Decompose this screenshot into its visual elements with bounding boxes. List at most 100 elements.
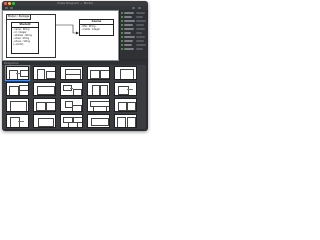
- diagram-thumbnail[interactable]: [87, 98, 110, 112]
- thumb-shape: [36, 102, 46, 111]
- property-value: [136, 28, 145, 30]
- property-value: [136, 16, 143, 18]
- thumb-shape: [46, 102, 55, 111]
- diagram-thumbnail[interactable]: [33, 66, 56, 80]
- package-label: Model :: Package: [6, 14, 32, 20]
- uml-class-course[interactable]: Course - title : String - credits : Inte…: [79, 19, 114, 36]
- property-name: [124, 32, 131, 34]
- thumb-shape: [91, 118, 109, 126]
- diagram-thumbnail[interactable]: [60, 98, 83, 112]
- diagram-thumbnail[interactable]: [87, 114, 110, 128]
- association-line: [55, 24, 79, 35]
- thumb-shape: [100, 85, 108, 95]
- window-title: Class Diagram — Model: [57, 1, 93, 5]
- diagram-thumbnail[interactable]: [6, 98, 29, 112]
- diagram-thumbnail[interactable]: [33, 98, 56, 112]
- property-name: [124, 40, 133, 42]
- minimize-window-button[interactable]: [8, 2, 11, 5]
- green-bullet-icon: [121, 28, 123, 30]
- thumb-connector: [18, 121, 24, 122]
- back-button[interactable]: [5, 7, 8, 9]
- diagram-thumbnail[interactable]: [87, 66, 110, 80]
- thumb-shape: [9, 70, 18, 79]
- diagram-canvas[interactable]: Model :: Package Student - name : String…: [2, 10, 119, 61]
- class-attribute: - phone : String: [13, 40, 30, 43]
- thumb-shape: [20, 70, 28, 77]
- class-operation: + enroll(): [13, 43, 24, 46]
- property-name: [124, 44, 132, 46]
- forward-button[interactable]: [10, 7, 13, 9]
- thumb-shape: [10, 101, 27, 111]
- class-attribute: - title : String: [81, 25, 96, 28]
- title-bar: Class Diagram — Model: [2, 1, 148, 6]
- green-bullet-icon: [121, 24, 123, 26]
- class-attribute: - name : String: [13, 28, 30, 31]
- thumb-shape: [127, 117, 136, 127]
- property-name: [124, 20, 135, 22]
- thumb-shape: [92, 85, 100, 95]
- class-attribute: - id : Integer: [13, 31, 27, 34]
- thumb-shape: [38, 118, 54, 127]
- uml-class-student[interactable]: Student - name : String - id : Integer -…: [11, 22, 39, 54]
- thumb-shape: [127, 102, 136, 111]
- zoom-out-button[interactable]: [138, 7, 141, 9]
- property-value: [136, 24, 144, 26]
- gallery-header: Diagrams: [2, 61, 146, 65]
- green-bullet-icon: [121, 16, 123, 18]
- thumb-connector: [127, 89, 133, 90]
- green-bullet-icon: [121, 12, 123, 14]
- diagram-thumbnail[interactable]: [60, 82, 83, 96]
- thumb-shape: [72, 105, 82, 111]
- property-value: [136, 40, 144, 42]
- thumb-shape: [100, 70, 109, 79]
- thumb-shape: [65, 74, 81, 79]
- diagram-thumbnail[interactable]: [60, 66, 83, 80]
- class-attribute: - email : String: [13, 37, 30, 40]
- thumb-shape: [37, 69, 45, 79]
- green-bullet-icon: [121, 36, 123, 38]
- diagram-thumbnail[interactable]: [33, 114, 56, 128]
- thumb-shape: [46, 71, 55, 79]
- diagram-thumbnail[interactable]: [6, 82, 29, 96]
- diagram-gallery: Diagrams: [2, 61, 146, 129]
- uml-package[interactable]: Model :: Package Student - name : String…: [6, 14, 56, 58]
- property-value: [136, 48, 143, 50]
- thumb-shape: [118, 102, 127, 111]
- class-attribute: - credits : Integer: [81, 28, 100, 31]
- property-value: [136, 12, 145, 14]
- thumb-shape: [9, 86, 19, 95]
- class-name: Course: [80, 20, 113, 25]
- close-window-button[interactable]: [4, 2, 7, 5]
- thumb-shape: [10, 117, 20, 127]
- thumb-shape: [19, 90, 28, 95]
- thumb-shape: [117, 117, 126, 127]
- diagram-thumbnail[interactable]: [60, 114, 83, 128]
- property-value: [136, 20, 146, 22]
- green-bullet-icon: [121, 20, 123, 22]
- diagram-thumbnail[interactable]: [5, 65, 30, 81]
- green-bullet-icon: [121, 44, 123, 46]
- diagram-thumbnail[interactable]: [114, 98, 137, 112]
- zoom-in-button[interactable]: [132, 7, 135, 9]
- diagram-thumbnail[interactable]: [87, 82, 110, 96]
- diagram-thumbnail[interactable]: [6, 114, 29, 128]
- diagram-thumbnail[interactable]: [33, 82, 56, 96]
- thumb-shape: [118, 86, 129, 95]
- property-name: [124, 36, 135, 38]
- green-bullet-icon: [121, 32, 123, 34]
- diagram-thumbnail[interactable]: [114, 82, 137, 96]
- thumb-shape: [37, 86, 55, 95]
- property-name: [124, 28, 134, 30]
- property-value: [136, 32, 142, 34]
- property-name: [124, 12, 134, 14]
- class-name: Student: [12, 23, 38, 28]
- green-bullet-icon: [121, 48, 123, 50]
- thumb-shape: [120, 69, 134, 79]
- thumb-connector: [16, 73, 20, 74]
- diagram-thumbnail[interactable]: [114, 114, 137, 128]
- diagram-thumbnail[interactable]: [114, 66, 137, 80]
- thumb-connector: [70, 88, 73, 89]
- zoom-window-button[interactable]: [12, 2, 15, 5]
- thumb-shape: [90, 70, 100, 79]
- thumb-shape: [93, 106, 107, 111]
